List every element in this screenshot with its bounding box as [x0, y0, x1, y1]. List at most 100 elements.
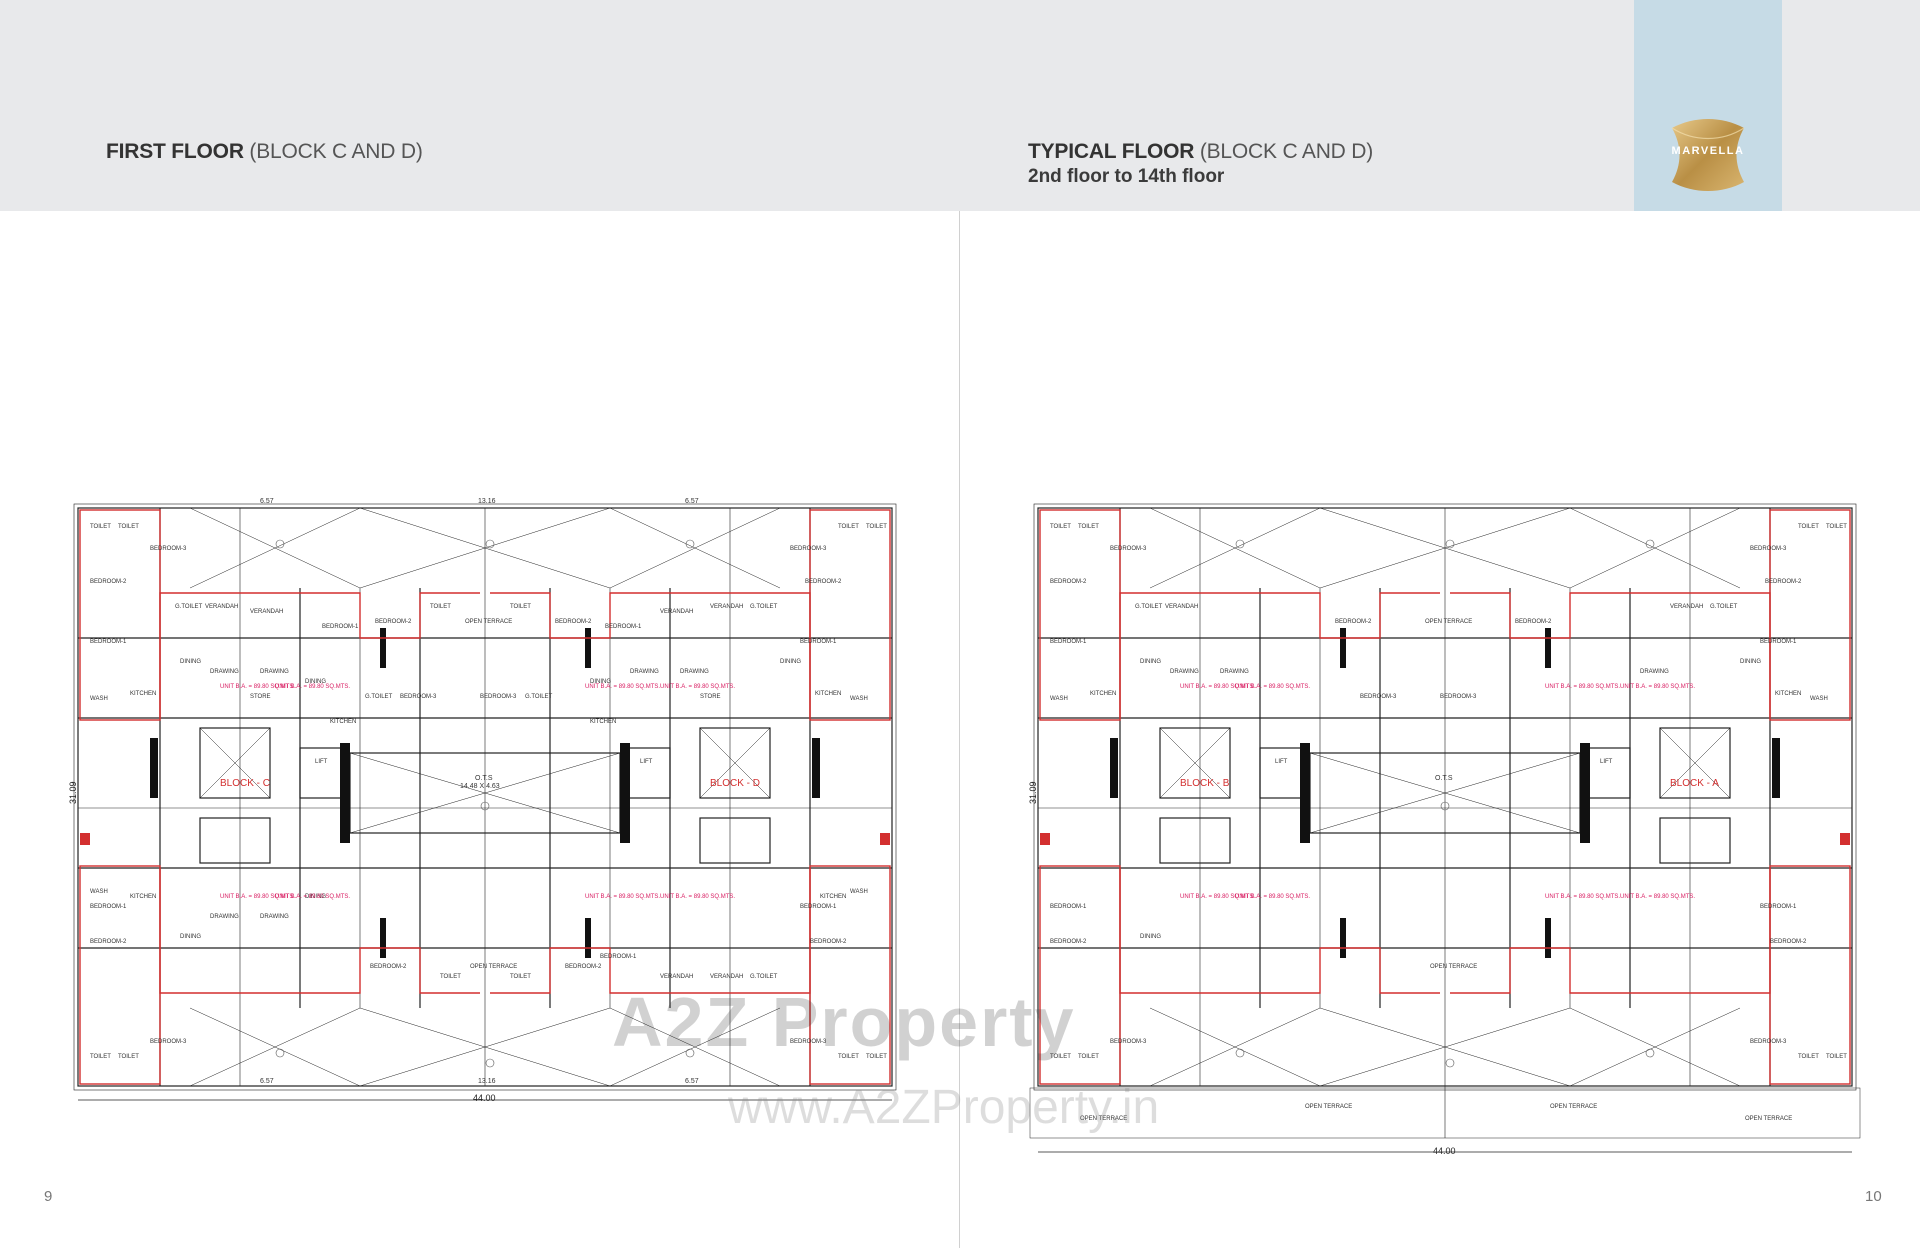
svg-text:BEDROOM-2: BEDROOM-2	[1515, 619, 1552, 625]
svg-text:BEDROOM-3: BEDROOM-3	[1750, 1039, 1787, 1045]
svg-text:TOILET: TOILET	[1798, 524, 1819, 530]
svg-text:UNIT B.A. = 89.80 SQ.MTS.: UNIT B.A. = 89.80 SQ.MTS.	[220, 684, 295, 690]
svg-text:BEDROOM-1: BEDROOM-1	[90, 904, 127, 910]
svg-text:TOILET: TOILET	[90, 524, 111, 530]
svg-text:BEDROOM-1: BEDROOM-1	[1760, 639, 1797, 645]
svg-text:VERANDAH: VERANDAH	[660, 609, 693, 615]
svg-text:DRAWING: DRAWING	[680, 669, 709, 675]
svg-text:OPEN TERRACE: OPEN TERRACE	[465, 619, 512, 625]
svg-text:WASH: WASH	[90, 696, 108, 702]
svg-text:TOILET: TOILET	[118, 1054, 139, 1060]
svg-text:TOILET: TOILET	[1798, 1054, 1819, 1060]
top-dim-1: 6.57	[260, 498, 274, 505]
svg-text:DRAWING: DRAWING	[1220, 669, 1249, 675]
terrace-label-4: OPEN TERRACE	[1745, 1116, 1792, 1122]
svg-text:BEDROOM-3: BEDROOM-3	[400, 694, 437, 700]
svg-text:BEDROOM-2: BEDROOM-2	[1050, 939, 1087, 945]
svg-text:UNIT B.A. = 89.80 SQ.MTS.: UNIT B.A. = 89.80 SQ.MTS.	[1235, 894, 1310, 900]
svg-text:UNIT B.A. = 89.80 SQ.MTS.: UNIT B.A. = 89.80 SQ.MTS.	[1545, 894, 1620, 900]
svg-text:STORE: STORE	[700, 694, 721, 700]
height-dimension-right: 31.09	[1028, 781, 1038, 804]
top-dim-2: 13.16	[478, 498, 496, 505]
svg-text:BEDROOM-2: BEDROOM-2	[1050, 579, 1087, 585]
left-page-title: FIRST FLOOR (BLOCK C AND D)	[106, 140, 423, 163]
svg-text:BEDROOM-3: BEDROOM-3	[1440, 694, 1477, 700]
watermark-brand: A2Z Property	[612, 983, 1076, 1061]
svg-text:TOILET: TOILET	[1050, 1054, 1071, 1060]
svg-text:BEDROOM-2: BEDROOM-2	[90, 939, 127, 945]
svg-text:BEDROOM-1: BEDROOM-1	[1050, 904, 1087, 910]
svg-text:DINING: DINING	[1140, 934, 1161, 940]
svg-text:KITCHEN: KITCHEN	[130, 691, 156, 697]
svg-text:BEDROOM-2: BEDROOM-2	[1770, 939, 1807, 945]
svg-text:DINING: DINING	[1740, 659, 1761, 665]
svg-text:DRAWING: DRAWING	[260, 914, 289, 920]
svg-text:WASH: WASH	[850, 889, 868, 895]
svg-text:BEDROOM-3: BEDROOM-3	[1750, 546, 1787, 552]
top-dim-3: 6.57	[685, 498, 699, 505]
svg-text:UNIT B.A. = 89.80 SQ.MTS.: UNIT B.A. = 89.80 SQ.MTS.	[275, 894, 350, 900]
svg-text:BEDROOM-1: BEDROOM-1	[800, 904, 837, 910]
svg-text:DRAWING: DRAWING	[210, 914, 239, 920]
svg-text:G.TOILET: G.TOILET	[750, 604, 778, 610]
svg-text:BEDROOM-3: BEDROOM-3	[790, 1039, 827, 1045]
svg-text:DRAWING: DRAWING	[210, 669, 239, 675]
svg-text:G.TOILET: G.TOILET	[365, 694, 393, 700]
svg-text:WASH: WASH	[1050, 696, 1068, 702]
svg-text:LIFT: LIFT	[640, 759, 653, 765]
svg-text:BEDROOM-3: BEDROOM-3	[150, 546, 187, 552]
svg-text:G.TOILET: G.TOILET	[1135, 604, 1163, 610]
svg-text:UNIT B.A. = 89.80 SQ.MTS.: UNIT B.A. = 89.80 SQ.MTS.	[1620, 684, 1695, 690]
svg-text:OPEN TERRACE: OPEN TERRACE	[1425, 619, 1472, 625]
terrace-label-1: OPEN TERRACE	[1080, 1116, 1127, 1122]
svg-text:TOILET: TOILET	[1050, 524, 1071, 530]
svg-text:TOILET: TOILET	[440, 974, 461, 980]
svg-text:DINING: DINING	[305, 894, 326, 900]
logo-text: MARVELLA	[1671, 145, 1745, 157]
svg-text:BEDROOM-3: BEDROOM-3	[1110, 1039, 1147, 1045]
bottom-dim-2: 13.16	[478, 1078, 496, 1085]
bottom-dim-3: 6.57	[685, 1078, 699, 1085]
page-divider	[959, 211, 960, 1248]
svg-text:DRAWING: DRAWING	[1170, 669, 1199, 675]
svg-text:KITCHEN: KITCHEN	[330, 719, 356, 725]
svg-text:DRAWING: DRAWING	[630, 669, 659, 675]
svg-text:KITCHEN: KITCHEN	[815, 691, 841, 697]
svg-text:BEDROOM-2: BEDROOM-2	[370, 964, 407, 970]
svg-text:VERANDAH: VERANDAH	[250, 609, 283, 615]
svg-text:KITCHEN: KITCHEN	[820, 894, 846, 900]
svg-text:STORE: STORE	[250, 694, 271, 700]
svg-text:BEDROOM-2: BEDROOM-2	[810, 939, 847, 945]
first-floor-plan: TOILET TOILET BEDROOM-3 BEDROOM-2 BEDROO…	[60, 488, 910, 1108]
svg-text:OPEN TERRACE: OPEN TERRACE	[470, 964, 517, 970]
svg-text:WASH: WASH	[90, 889, 108, 895]
svg-text:G.TOILET: G.TOILET	[1710, 604, 1738, 610]
svg-text:DINING: DINING	[180, 659, 201, 665]
width-dimension-right: 44.00	[1433, 1146, 1456, 1156]
left-page-number: 9	[44, 1188, 53, 1205]
ots-label-right: O.T.S	[1435, 775, 1453, 782]
svg-text:UNIT B.A. = 89.80 SQ.MTS.: UNIT B.A. = 89.80 SQ.MTS.	[275, 684, 350, 690]
svg-text:DINING: DINING	[780, 659, 801, 665]
svg-text:BEDROOM-2: BEDROOM-2	[565, 964, 602, 970]
svg-text:BEDROOM-2: BEDROOM-2	[805, 579, 842, 585]
svg-text:DRAWING: DRAWING	[1640, 669, 1669, 675]
svg-text:BEDROOM-3: BEDROOM-3	[1110, 546, 1147, 552]
width-dimension: 44.00	[473, 1093, 496, 1103]
svg-text:DINING: DINING	[180, 934, 201, 940]
svg-text:G.TOILET: G.TOILET	[750, 974, 778, 980]
svg-text:TOILET: TOILET	[1078, 524, 1099, 530]
svg-text:VERANDAH: VERANDAH	[1165, 604, 1198, 610]
svg-text:TOILET: TOILET	[90, 1054, 111, 1060]
svg-text:BEDROOM-3: BEDROOM-3	[480, 694, 517, 700]
svg-text:TOILET: TOILET	[1826, 524, 1847, 530]
marvella-logo-icon	[1671, 119, 1745, 191]
svg-text:G.TOILET: G.TOILET	[525, 694, 553, 700]
svg-text:BEDROOM-2: BEDROOM-2	[90, 579, 127, 585]
right-page-subtitle: 2nd floor to 14th floor	[1028, 166, 1225, 187]
block-c-label: BLOCK - C	[220, 778, 270, 789]
svg-text:UNIT B.A. = 89.80 SQ.MTS.: UNIT B.A. = 89.80 SQ.MTS.	[1180, 894, 1255, 900]
svg-text:BEDROOM-2: BEDROOM-2	[375, 619, 412, 625]
svg-text:KITCHEN: KITCHEN	[1775, 691, 1801, 697]
svg-text:BEDROOM-1: BEDROOM-1	[600, 954, 637, 960]
